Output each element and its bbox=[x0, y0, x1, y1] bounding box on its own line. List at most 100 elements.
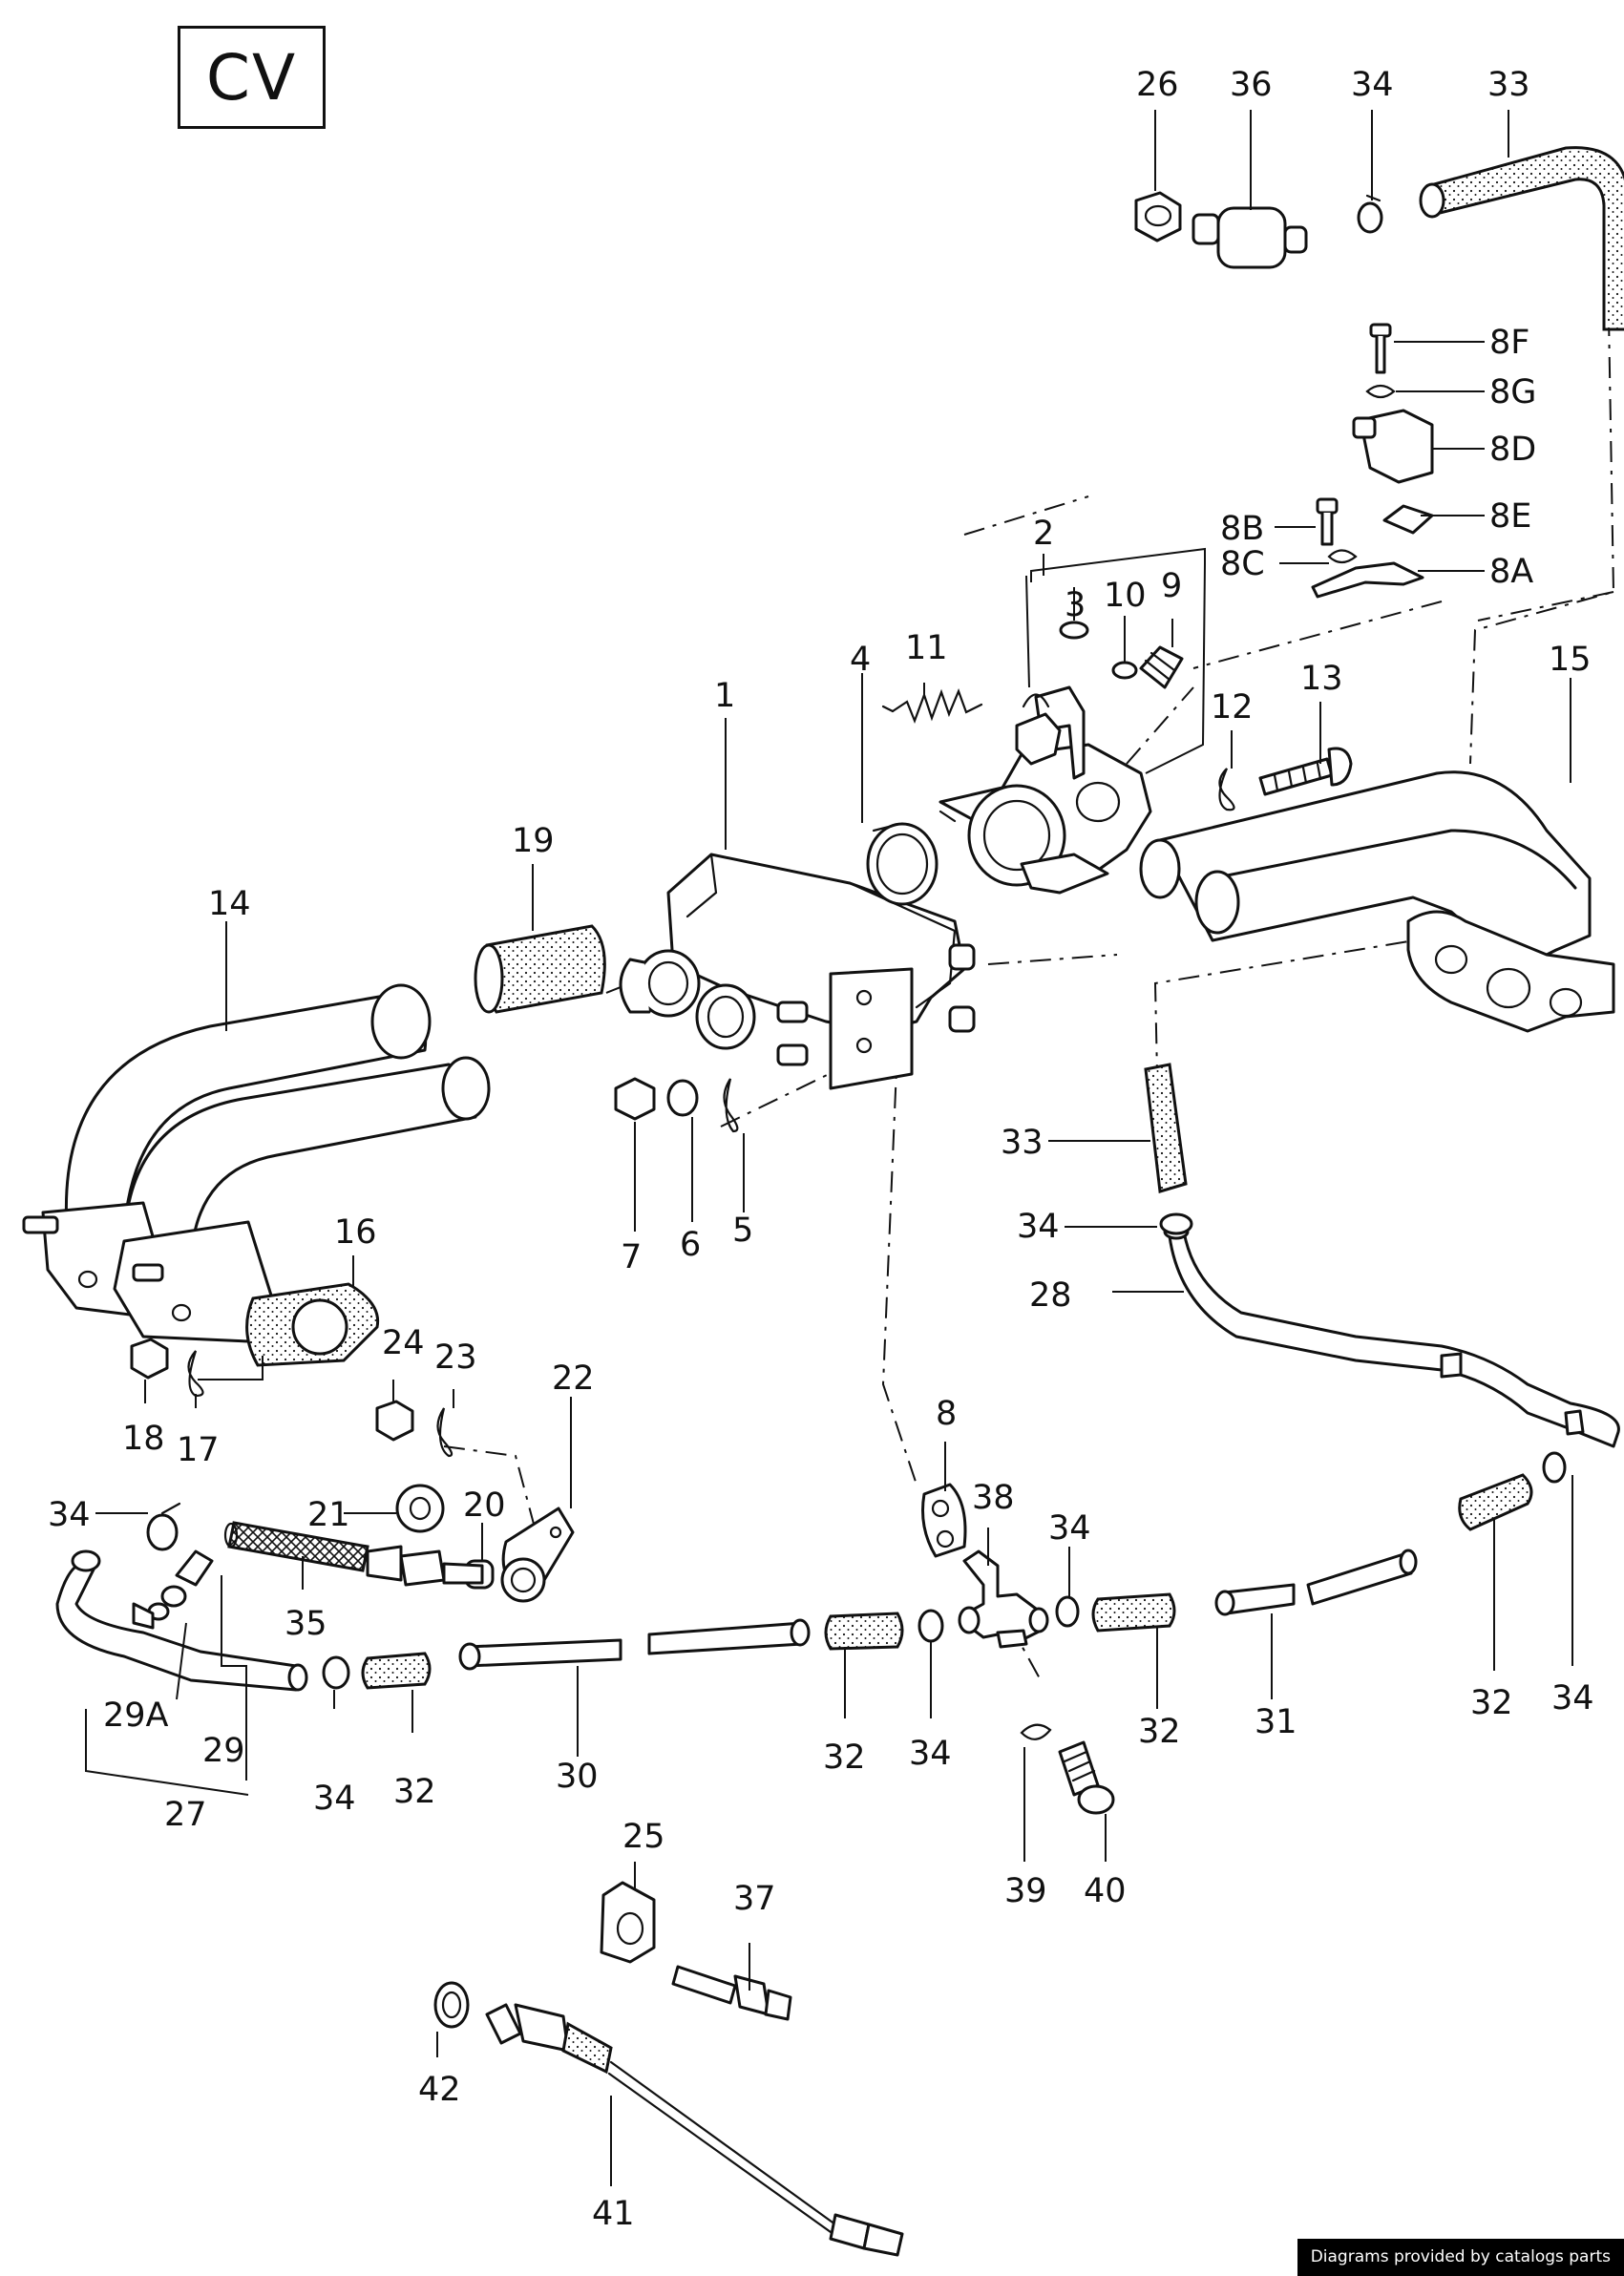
part-39-washer bbox=[1020, 1723, 1052, 1740]
part-41-oxygen-sensor bbox=[485, 2003, 904, 2257]
label-26: 26 bbox=[1136, 66, 1179, 104]
label-21: 21 bbox=[307, 1496, 350, 1534]
part-33-hose-top bbox=[1419, 146, 1624, 331]
callout-labels: 26 36 34 33 8F 8G 8D 8E 8A 8B 8C 2 3 10 … bbox=[48, 66, 1594, 2233]
part-16-gasket bbox=[245, 1282, 380, 1367]
label-32b: 32 bbox=[823, 1739, 866, 1777]
label-29: 29 bbox=[202, 1732, 245, 1770]
part-8-gasket-lower bbox=[921, 1483, 967, 1558]
part-10-oring bbox=[1111, 661, 1138, 680]
part-2-throttle-body bbox=[939, 685, 1152, 895]
part-34-clamp-bottom-left bbox=[322, 1655, 350, 1690]
label-34b: 34 bbox=[1017, 1208, 1060, 1246]
label-15: 15 bbox=[1549, 641, 1592, 679]
part-40-bolt bbox=[1058, 1740, 1115, 1815]
label-33a: 33 bbox=[1487, 66, 1530, 104]
label-2: 2 bbox=[1033, 515, 1054, 553]
part-23-washer bbox=[436, 1407, 453, 1458]
part-6-washer bbox=[666, 1079, 699, 1117]
label-8F: 8F bbox=[1489, 324, 1529, 362]
label-29A: 29A bbox=[103, 1696, 169, 1735]
part-30-pipe bbox=[458, 1618, 811, 1671]
part-36-damper bbox=[1192, 206, 1308, 269]
label-34d: 34 bbox=[48, 1496, 91, 1534]
part-22-bracket bbox=[500, 1507, 575, 1603]
assembly-lines bbox=[443, 314, 1615, 1681]
label-4: 4 bbox=[850, 641, 871, 679]
part-34-clamp-far-right bbox=[1542, 1451, 1567, 1484]
label-32d: 32 bbox=[1470, 1684, 1513, 1722]
label-10: 10 bbox=[1104, 577, 1147, 615]
part-8-bracket-group bbox=[1311, 323, 1434, 599]
part-34-clamp-28 bbox=[1159, 1212, 1193, 1235]
label-40: 40 bbox=[1084, 1872, 1127, 1910]
part-32-hose-right bbox=[1091, 1592, 1176, 1633]
part-32-hose-middle bbox=[824, 1612, 904, 1651]
label-31: 31 bbox=[1255, 1703, 1297, 1741]
label-34g: 34 bbox=[1551, 1679, 1594, 1718]
label-25: 25 bbox=[622, 1818, 665, 1856]
part-34-clamp-top bbox=[1357, 194, 1383, 234]
part-27-pipe-left bbox=[55, 1549, 308, 1692]
label-34c: 34 bbox=[1048, 1509, 1091, 1548]
label-38: 38 bbox=[972, 1479, 1015, 1517]
part-17-washer bbox=[187, 1350, 204, 1398]
part-34-clamp-right-t bbox=[1055, 1595, 1080, 1628]
part-12-washer bbox=[1218, 768, 1235, 811]
label-30: 30 bbox=[556, 1758, 599, 1796]
part-26-nut bbox=[1134, 191, 1182, 242]
credit-text: Diagrams provided by catalogs parts bbox=[1310, 2247, 1611, 2266]
label-1: 1 bbox=[714, 677, 735, 715]
part-21-grommet bbox=[395, 1484, 445, 1533]
part-18-nut bbox=[130, 1338, 169, 1380]
label-8: 8 bbox=[936, 1395, 957, 1433]
part-9-screw bbox=[1139, 645, 1184, 689]
label-42: 42 bbox=[418, 2071, 461, 2109]
credit-banner: Diagrams provided by catalogs parts bbox=[1297, 2239, 1624, 2276]
part-28-pipe bbox=[1163, 1223, 1620, 1448]
part-15-manifold-right bbox=[1139, 770, 1615, 1033]
label-11: 11 bbox=[905, 629, 948, 667]
label-14: 14 bbox=[208, 885, 251, 923]
part-19-hose bbox=[474, 924, 606, 1014]
label-32a: 32 bbox=[393, 1773, 436, 1811]
part-37-sensor bbox=[671, 1965, 792, 2021]
label-18: 18 bbox=[122, 1420, 165, 1458]
part-32-hose-far-right bbox=[1458, 1473, 1533, 1531]
label-33b: 33 bbox=[1001, 1124, 1044, 1162]
part-3-oring bbox=[1059, 621, 1089, 640]
part-7-nut bbox=[614, 1077, 656, 1121]
label-13: 13 bbox=[1300, 660, 1343, 698]
label-34e: 34 bbox=[313, 1780, 356, 1818]
label-32c: 32 bbox=[1138, 1713, 1181, 1751]
label-8E: 8E bbox=[1489, 497, 1531, 536]
diagram-badge: CV bbox=[178, 26, 326, 129]
label-8C: 8C bbox=[1220, 545, 1265, 583]
label-23: 23 bbox=[434, 1338, 477, 1377]
label-39: 39 bbox=[1004, 1872, 1047, 1910]
label-6: 6 bbox=[680, 1226, 701, 1264]
label-19: 19 bbox=[512, 822, 555, 860]
part-13-bolt bbox=[1258, 747, 1353, 796]
label-7: 7 bbox=[621, 1238, 642, 1276]
label-24: 24 bbox=[382, 1324, 425, 1362]
label-12: 12 bbox=[1211, 688, 1254, 727]
label-36: 36 bbox=[1230, 66, 1273, 104]
part-24-nut bbox=[375, 1400, 414, 1442]
part-34-clamp-left bbox=[146, 1502, 181, 1551]
badge-text: CV bbox=[205, 40, 298, 115]
label-9: 9 bbox=[1161, 567, 1182, 605]
part-33-hose-lower bbox=[1144, 1063, 1188, 1193]
part-38-t-fitting bbox=[958, 1549, 1049, 1649]
label-27: 27 bbox=[164, 1796, 207, 1834]
part-11-spring bbox=[881, 687, 983, 725]
label-28: 28 bbox=[1029, 1276, 1072, 1315]
label-22: 22 bbox=[552, 1359, 595, 1398]
label-8A: 8A bbox=[1489, 553, 1533, 591]
label-5: 5 bbox=[732, 1212, 753, 1250]
leader-lines bbox=[85, 110, 1573, 2186]
label-41: 41 bbox=[592, 2195, 635, 2233]
label-16: 16 bbox=[334, 1213, 377, 1252]
part-31-pipe bbox=[1214, 1549, 1418, 1616]
